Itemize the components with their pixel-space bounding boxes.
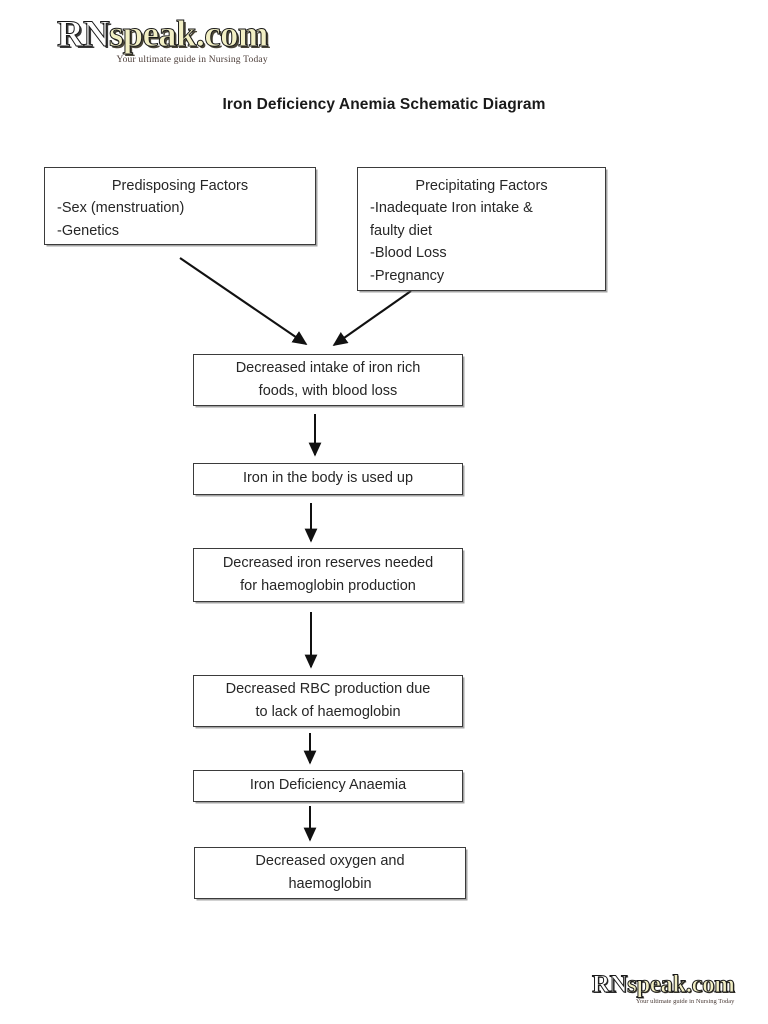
logo-rn-text: RN: [591, 971, 628, 998]
page-title: Iron Deficiency Anemia Schematic Diagram: [222, 96, 546, 113]
node-list-item: -Sex (menstruation): [57, 200, 185, 217]
node-text-line: Iron Deficiency Anaemia: [249, 777, 407, 794]
logo-speak-text: speak.com: [627, 971, 736, 998]
node-list-item: faulty diet: [370, 222, 433, 239]
logo-tagline: Your ultimate guide in Nursing Today: [635, 998, 735, 1005]
logo-tagline: Your ultimate guide in Nursing Today: [116, 55, 268, 65]
node-text-line: Decreased oxygen and: [255, 853, 405, 870]
node-decreased-oxygen[interactable]: Decreased oxygen and haemoglobin: [194, 847, 466, 899]
node-list-item: -Inadequate Iron intake &: [370, 200, 533, 217]
node-iron-deficiency-anaemia[interactable]: Iron Deficiency Anaemia: [193, 770, 463, 802]
node-list-item: -Genetics: [57, 222, 120, 239]
edge-precipitating-to-decreased-intake: [332, 290, 412, 346]
logo-wordmark: RNspeak.com: [57, 14, 270, 55]
logo-wordmark: RNspeak.com: [591, 971, 736, 998]
node-list-item: -Pregnancy: [370, 267, 445, 284]
node-heading: Precipitating Factors: [415, 178, 548, 194]
node-text-line: Decreased intake of iron rich: [235, 360, 421, 377]
node-text-line: Decreased RBC production due: [225, 681, 431, 698]
node-text-line: to lack of haemoglobin: [255, 703, 401, 720]
node-predisposing-factors[interactable]: Predisposing Factors -Sex (menstruation)…: [44, 167, 316, 245]
node-decreased-iron-reserves[interactable]: Decreased iron reserves needed for haemo…: [193, 548, 463, 602]
node-text-line: Decreased iron reserves needed: [222, 555, 434, 572]
node-list-item: -Blood Loss: [370, 245, 447, 262]
node-text-line: for haemoglobin production: [240, 577, 416, 594]
node-text-line: foods, with blood loss: [258, 382, 398, 399]
node-precipitating-factors[interactable]: Precipitating Factors -Inadequate Iron i…: [357, 167, 606, 291]
logo-rn-text: RN: [57, 14, 111, 55]
node-text-line: Iron in the body is used up: [242, 470, 414, 487]
node-text-line: haemoglobin: [288, 875, 372, 892]
node-decreased-intake[interactable]: Decreased intake of iron rich foods, wit…: [193, 354, 463, 406]
site-logo-footer: RNspeak.com Your ultimate guide in Nursi…: [591, 971, 736, 1006]
node-iron-used-up[interactable]: Iron in the body is used up: [193, 463, 463, 495]
site-logo-header: RNspeak.com Your ultimate guide in Nursi…: [57, 14, 270, 66]
node-decreased-rbc-production[interactable]: Decreased RBC production due to lack of …: [193, 675, 463, 727]
edge-predisposing-to-decreased-intake: [179, 257, 308, 345]
node-heading: Predisposing Factors: [111, 178, 249, 194]
logo-speak-text: speak.com: [108, 14, 269, 55]
